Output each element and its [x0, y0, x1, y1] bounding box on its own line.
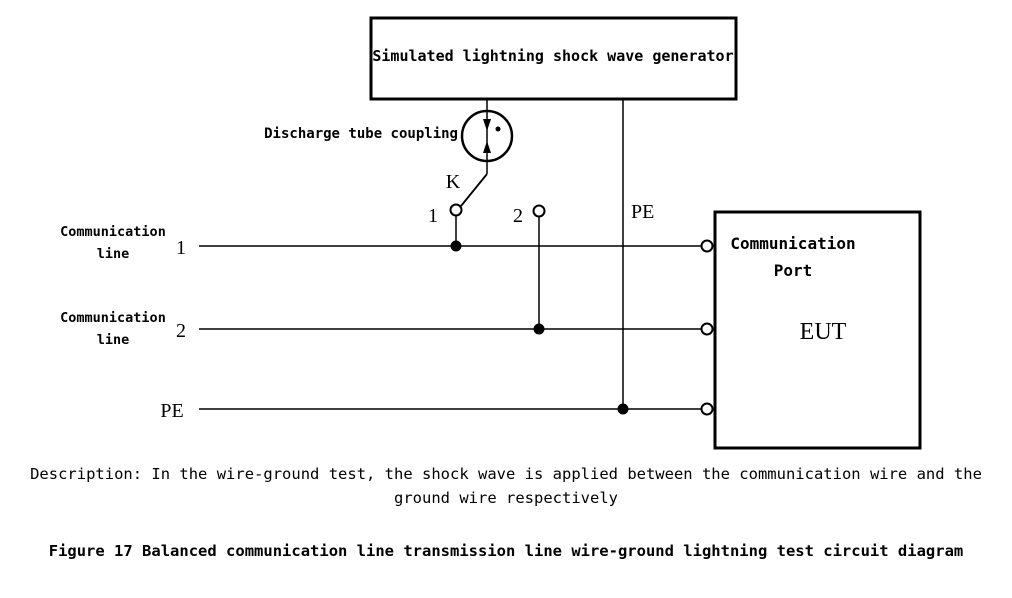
line2-label-b: line: [97, 332, 130, 348]
eut-terminal-1: [700, 239, 714, 253]
junction-line1: [450, 240, 462, 252]
junction-line2: [533, 323, 545, 335]
line1-number: 1: [176, 237, 186, 259]
figure-caption: Figure 17 Balanced communication line tr…: [48, 542, 964, 560]
coupling-label: Discharge tube coupling: [264, 126, 458, 142]
junction-pe: [617, 403, 629, 415]
line1-label-b: line: [97, 246, 130, 262]
eut-terminal-pe: [700, 402, 714, 416]
line2-label-a: Communication: [60, 310, 166, 326]
switch-pos1-label: 1: [428, 205, 438, 227]
switch-contact-2: [532, 204, 546, 218]
generator-label: Simulated lightning shock wave generator: [372, 47, 733, 65]
eut-box: [713, 210, 922, 450]
line2-number: 2: [176, 320, 186, 342]
switch-contact-1: [449, 203, 463, 217]
pe-vertical-label: PE: [631, 201, 654, 223]
switch-label: K: [446, 171, 461, 193]
eut-terminal-2: [700, 322, 714, 336]
line1-label-a: Communication: [60, 224, 166, 240]
pe-line-label: PE: [160, 400, 183, 422]
switch-pos2-label: 2: [513, 205, 523, 227]
generator-box: [369, 16, 738, 101]
discharge-tube-icon: [460, 109, 514, 163]
eut-port-label-b: Port: [774, 261, 813, 280]
diagram-description: Description: In the wire-ground test, th…: [30, 465, 982, 507]
eut-label: EUT: [800, 319, 847, 345]
switch-blade: [460, 173, 488, 207]
eut-port-label-a: Communication: [730, 234, 855, 253]
